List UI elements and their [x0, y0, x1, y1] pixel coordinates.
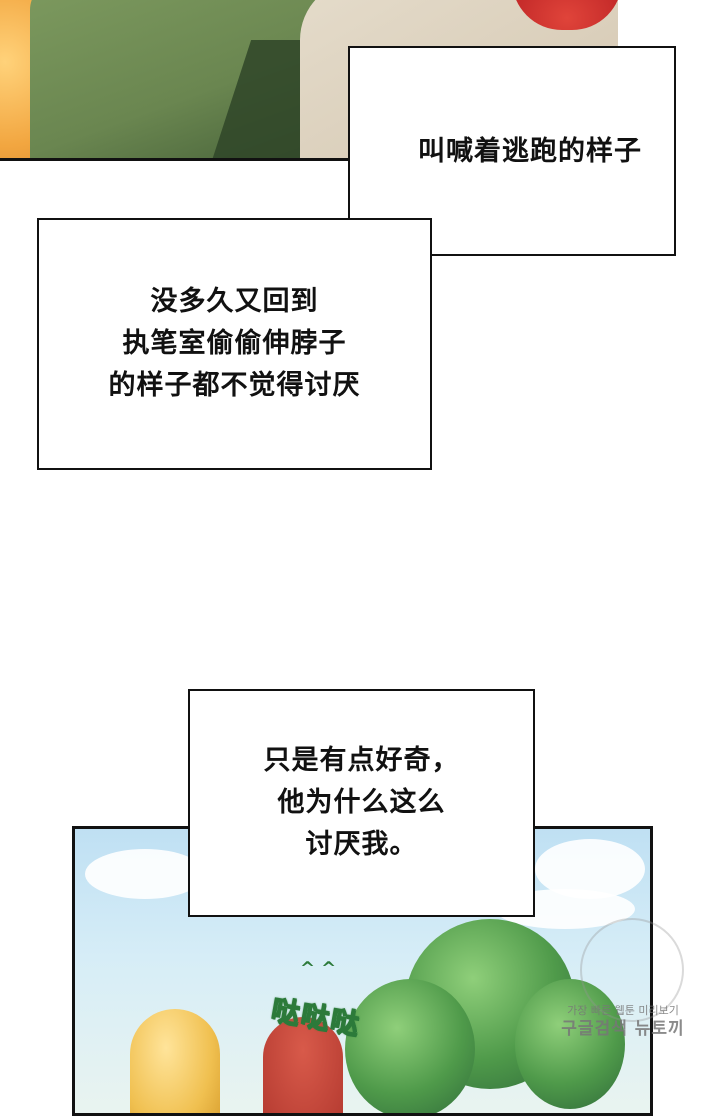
cloud-art [85, 849, 205, 899]
caption-line: 讨厌我。 [305, 829, 418, 860]
caption-text-2: 没多久又回到 执笔室偷偷伸脖子 的样子都不觉得讨厌 [109, 281, 361, 407]
caption-box-2: 没多久又回到 执笔室偷偷伸脖子 的样子都不觉得讨厌 [37, 218, 432, 470]
caption-line: 执笔室偷偷伸脖子 [122, 328, 347, 359]
watermark-line-1: 가장 빠른 웹툰 미리보기 [567, 1004, 679, 1017]
caption-line: 叫喊着逃跑的样子 [418, 136, 642, 167]
caption-text-1: 叫喊着逃跑的样子 [418, 131, 642, 173]
caption-line: 的样子都不觉得讨厌 [108, 370, 361, 401]
caption-text-3: 只是有点好奇， 他为什么这么 讨厌我。 [264, 740, 460, 866]
watermark-figure-icon [580, 918, 684, 1022]
red-haired-boy-art [263, 1017, 343, 1113]
bottom-comic-panel [72, 826, 653, 1116]
tree-art [345, 979, 475, 1113]
watermark: 가장 빠른 웹툰 미리보기 구글검색 뉴토끼 [548, 1004, 698, 1040]
sfx-marks: ^^ [300, 958, 343, 979]
caption-line: 没多久又回到 [150, 286, 319, 317]
caption-line: 只是有点好奇， [263, 745, 460, 776]
blonde-girl-art [130, 1009, 220, 1113]
caption-box-3: 只是有点好奇， 他为什么这么 讨厌我。 [188, 689, 535, 917]
watermark-line-2: 구글검색 뉴토끼 [561, 1019, 685, 1039]
caption-line: 他为什么这么 [277, 787, 446, 818]
